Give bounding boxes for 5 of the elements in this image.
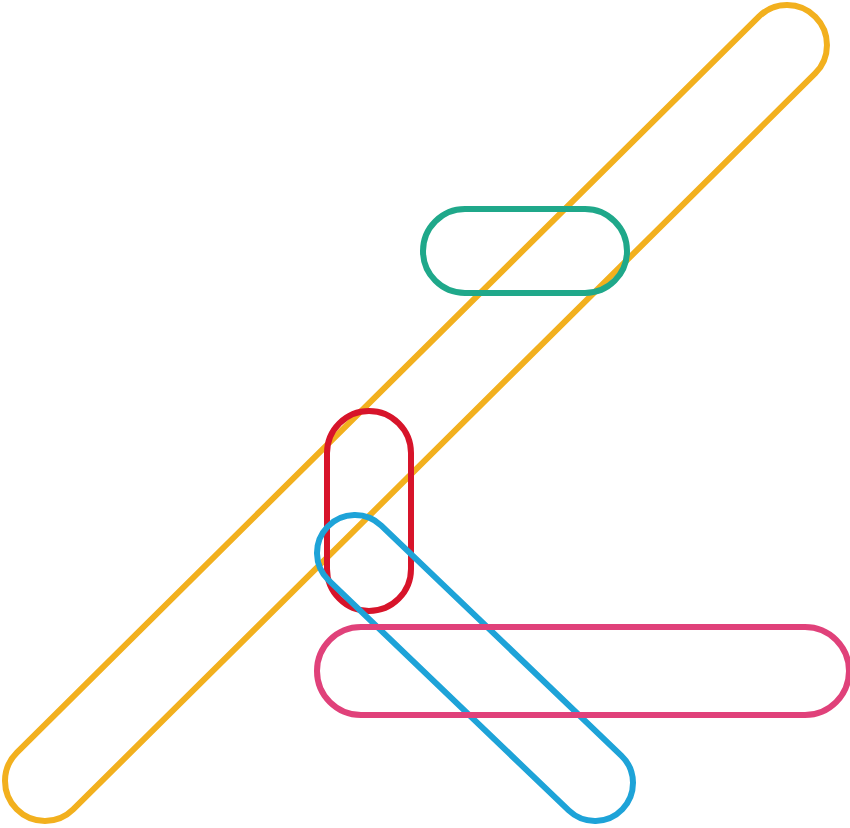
capsule-outline	[1, 1, 829, 823]
capsule-outline	[419, 205, 629, 295]
capsule-outline	[313, 511, 635, 823]
capsule-outline	[323, 407, 413, 613]
capsule-outline	[313, 623, 850, 717]
